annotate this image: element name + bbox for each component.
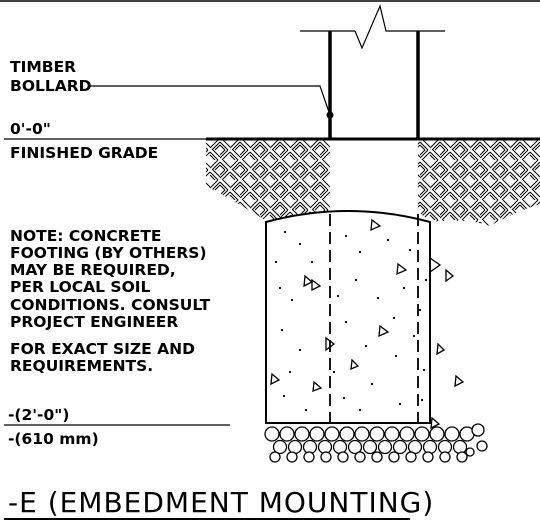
- detail-title: -E (EMBEDMENT MOUNTING): [8, 486, 434, 519]
- concrete-speckle: [418, 308, 422, 312]
- concrete-speckle: [392, 316, 396, 320]
- gravel-stone: [377, 439, 393, 455]
- gravel-stone: [471, 423, 485, 437]
- footing-note: NOTE: CONCRETE FOOTING (BY OTHERS) MAY B…: [10, 227, 211, 375]
- gravel-stone: [392, 439, 408, 455]
- gravel-stone: [354, 451, 366, 463]
- gravel-stone: [369, 426, 385, 442]
- bollard-label-line1: TIMBER: [10, 58, 76, 76]
- gravel-stone: [303, 451, 315, 463]
- grade-elevation-label: 0'-0": [10, 120, 51, 138]
- gravel-stone: [286, 451, 298, 463]
- soil-right: [418, 139, 540, 226]
- gravel-stone: [414, 426, 430, 442]
- leader-dot: [326, 111, 334, 119]
- note-line: FOR EXACT SIZE AND: [10, 340, 195, 358]
- gravel-stone: [439, 451, 451, 463]
- gravel-stone: [465, 447, 475, 457]
- concrete-speckle: [422, 368, 426, 372]
- gravel-stone: [399, 426, 415, 442]
- note-line: REQUIREMENTS.: [10, 357, 153, 375]
- note-line: MAY BE REQUIRED,: [10, 261, 176, 279]
- concrete-speckle: [408, 248, 412, 252]
- gravel-stone: [324, 426, 340, 442]
- concrete-speckle: [304, 408, 308, 412]
- concrete-speckle: [402, 286, 406, 290]
- gravel-stone: [429, 426, 445, 442]
- gravel-stone: [362, 439, 378, 455]
- concrete-speckle: [342, 396, 346, 400]
- concrete-speckle: [344, 320, 348, 324]
- concrete-speckle: [280, 328, 284, 332]
- concrete-speckle: [376, 296, 380, 300]
- note-line: PROJECT ENGINEER: [10, 313, 178, 331]
- aggregate-triangles: [270, 218, 465, 430]
- concrete-speckle: [358, 250, 362, 254]
- concrete-speckle: [386, 238, 390, 242]
- note-line: PER LOCAL SOIL: [10, 278, 151, 296]
- gravel-stone: [422, 451, 434, 463]
- gravel-stone: [405, 451, 417, 463]
- gravel-stone: [354, 426, 370, 442]
- bollard-leader-line: [90, 85, 331, 116]
- gravel-stone: [332, 439, 348, 455]
- depth-metric-label: -(610 mm): [8, 430, 99, 448]
- concrete-speckle: [364, 344, 368, 348]
- gravel-stone: [388, 451, 400, 463]
- gravel-stone: [320, 451, 332, 463]
- note-line: NOTE: CONCRETE: [10, 227, 162, 245]
- gravel-stone: [456, 451, 468, 463]
- gravel-stone: [452, 439, 468, 455]
- gravel-stone: [476, 440, 488, 452]
- gravel-stone: [371, 451, 383, 463]
- gravel-stone: [444, 426, 460, 442]
- concrete-speckle: [358, 408, 362, 412]
- concrete-speckle: [398, 402, 402, 406]
- gravel-stone: [269, 451, 281, 463]
- concrete-speckle: [354, 278, 358, 282]
- gravel-stone: [279, 426, 295, 442]
- gravel-stone: [422, 439, 438, 455]
- timber-bollard: [300, 4, 445, 139]
- gravel-base: [264, 423, 488, 463]
- concrete-speckle: [282, 394, 286, 398]
- gravel-stone: [347, 439, 363, 455]
- concrete-speckle: [344, 234, 348, 238]
- gravel-stone: [294, 426, 310, 442]
- concrete-speckle: [288, 370, 292, 374]
- concrete-footing: [265, 210, 465, 430]
- gravel-stone: [339, 426, 355, 442]
- gravel-stone: [287, 439, 303, 455]
- gravel-stone: [337, 451, 349, 463]
- concrete-speckle: [394, 354, 398, 358]
- soil-left: [206, 139, 330, 222]
- concrete-speckle: [283, 230, 287, 234]
- concrete-speckle: [332, 370, 336, 374]
- note-line: FOOTING (BY OTHERS): [10, 244, 207, 262]
- concrete-speckle: [424, 278, 428, 282]
- concrete-speckle: [370, 382, 374, 386]
- finished-grade-label: FINISHED GRADE: [10, 144, 158, 162]
- concrete-speckle: [274, 260, 278, 264]
- concrete-speckle: [412, 334, 416, 338]
- gravel-stone: [272, 439, 288, 455]
- concrete-speckle: [310, 260, 314, 264]
- gravel-stone: [309, 426, 325, 442]
- concrete-speckle: [278, 286, 282, 290]
- concrete-speckle: [420, 398, 424, 402]
- concrete-speckle: [298, 348, 302, 352]
- note-line: CONDITIONS. CONSULT: [10, 296, 211, 314]
- gravel-stone: [264, 426, 280, 442]
- concrete-speckle: [336, 294, 340, 298]
- depth-imperial-label: -(2'-0"): [8, 406, 69, 424]
- concrete-speckle: [298, 242, 302, 246]
- bollard-label-line2: BOLLARD: [10, 77, 92, 95]
- gravel-stone: [384, 426, 400, 442]
- concrete-speckle: [290, 298, 294, 302]
